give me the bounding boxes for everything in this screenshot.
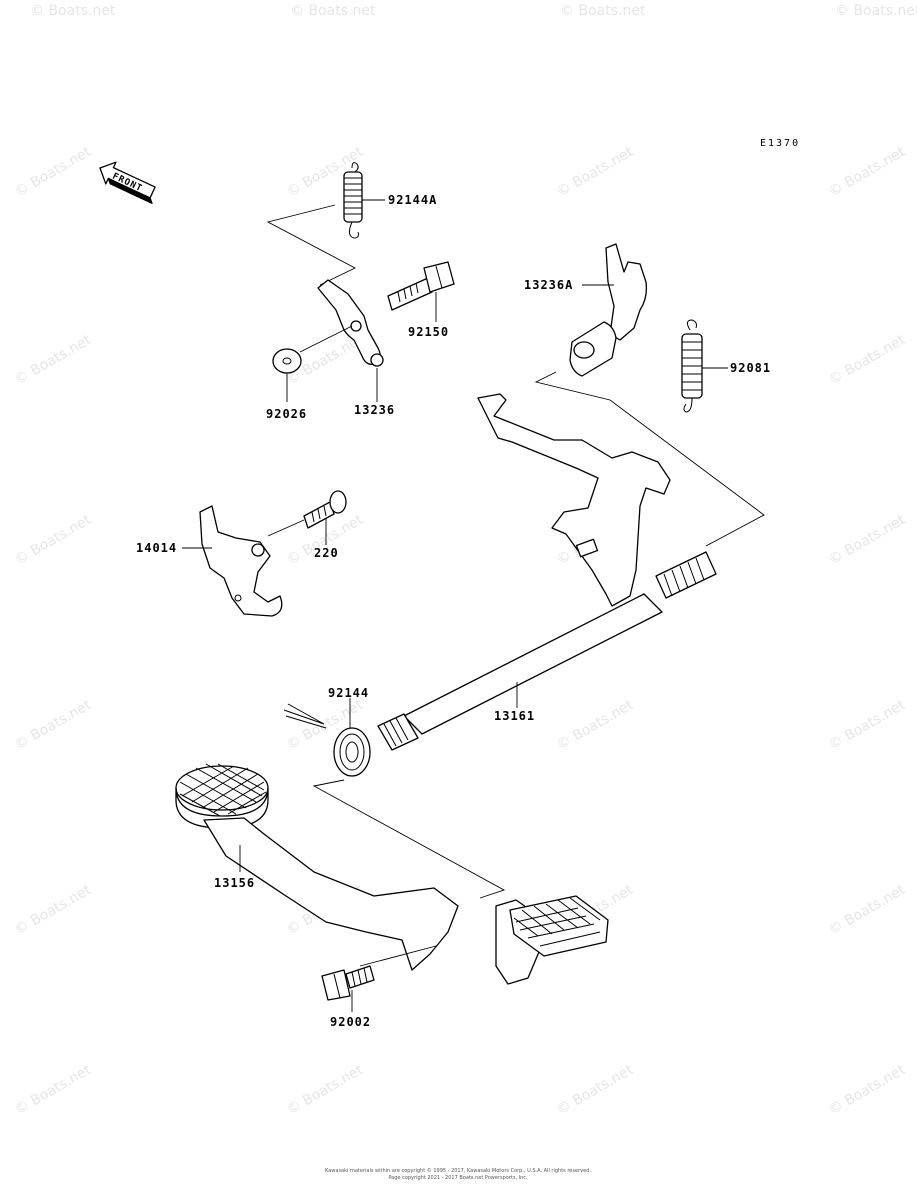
label-13236: 13236 [354,403,395,417]
part-13236A-selector [569,243,648,377]
watermark: © Boats.net [12,697,94,754]
watermark: © Boats.net [826,882,908,939]
part-92081-spring [681,319,703,413]
part-92026-washer [272,348,302,374]
part-13156-pedal [175,763,609,985]
part-labels: 92144A 92150 92026 13236 13236A 92081 14… [136,193,771,1029]
watermark: © Boats.net [826,1062,908,1119]
watermark: © Boats.net [554,144,636,201]
label-14014: 14014 [136,541,177,555]
part-13161-shaft [377,393,717,751]
label-92150: 92150 [408,325,449,339]
part-92144A-spring [343,162,363,239]
watermark: © Boats.net [12,144,94,201]
label-92002: 92002 [330,1015,371,1029]
watermark: © Boats.net [826,697,908,754]
part-220-bolt [303,490,347,529]
watermark: © Boats.net [560,3,646,19]
watermark: © Boats.net [554,1062,636,1119]
label-13161: 13161 [494,709,535,723]
watermark: © Boats.net [12,1062,94,1119]
watermark: © Boats.net [290,3,376,19]
part-92150-bolt [387,261,455,311]
watermark: © Boats.net [12,882,94,939]
watermark: © Boats.net [30,3,116,19]
watermark: © Boats.net [12,512,94,569]
footer-line-2: Page copyright 2021 - 2017 Boats.net Pow… [388,1175,528,1181]
footer-line-1: Kawasaki materials within are copyright … [325,1167,591,1174]
watermark: © Boats.net [554,697,636,754]
label-92144: 92144 [328,686,369,700]
watermark: © Boats.net [12,332,94,389]
label-13156: 13156 [214,876,255,890]
label-92081: 92081 [730,361,771,375]
watermark: © Boats.net [826,332,908,389]
front-arrow-icon: FRONT [99,161,156,204]
watermark: © Boats.net [826,144,908,201]
part-92144-spring [283,703,371,777]
label-92026: 92026 [266,407,307,421]
watermark: © Boats.net [284,1062,366,1119]
label-220: 220 [314,546,339,560]
part-92002-bolt [321,965,375,1001]
part-14014-plate [199,505,283,617]
watermark: © Boats.net [835,3,917,19]
diagram-code: E1370 [760,138,800,149]
label-92144A: 92144A [388,193,437,207]
watermark: © Boats.net [826,512,908,569]
watermark-layer: © Boats.net © Boats.net © Boats.net © Bo… [12,3,917,1118]
part-13236-lever [317,279,384,367]
copyright-footer: Kawasaki materials within are copyright … [325,1167,591,1181]
label-13236A: 13236A [524,278,573,292]
